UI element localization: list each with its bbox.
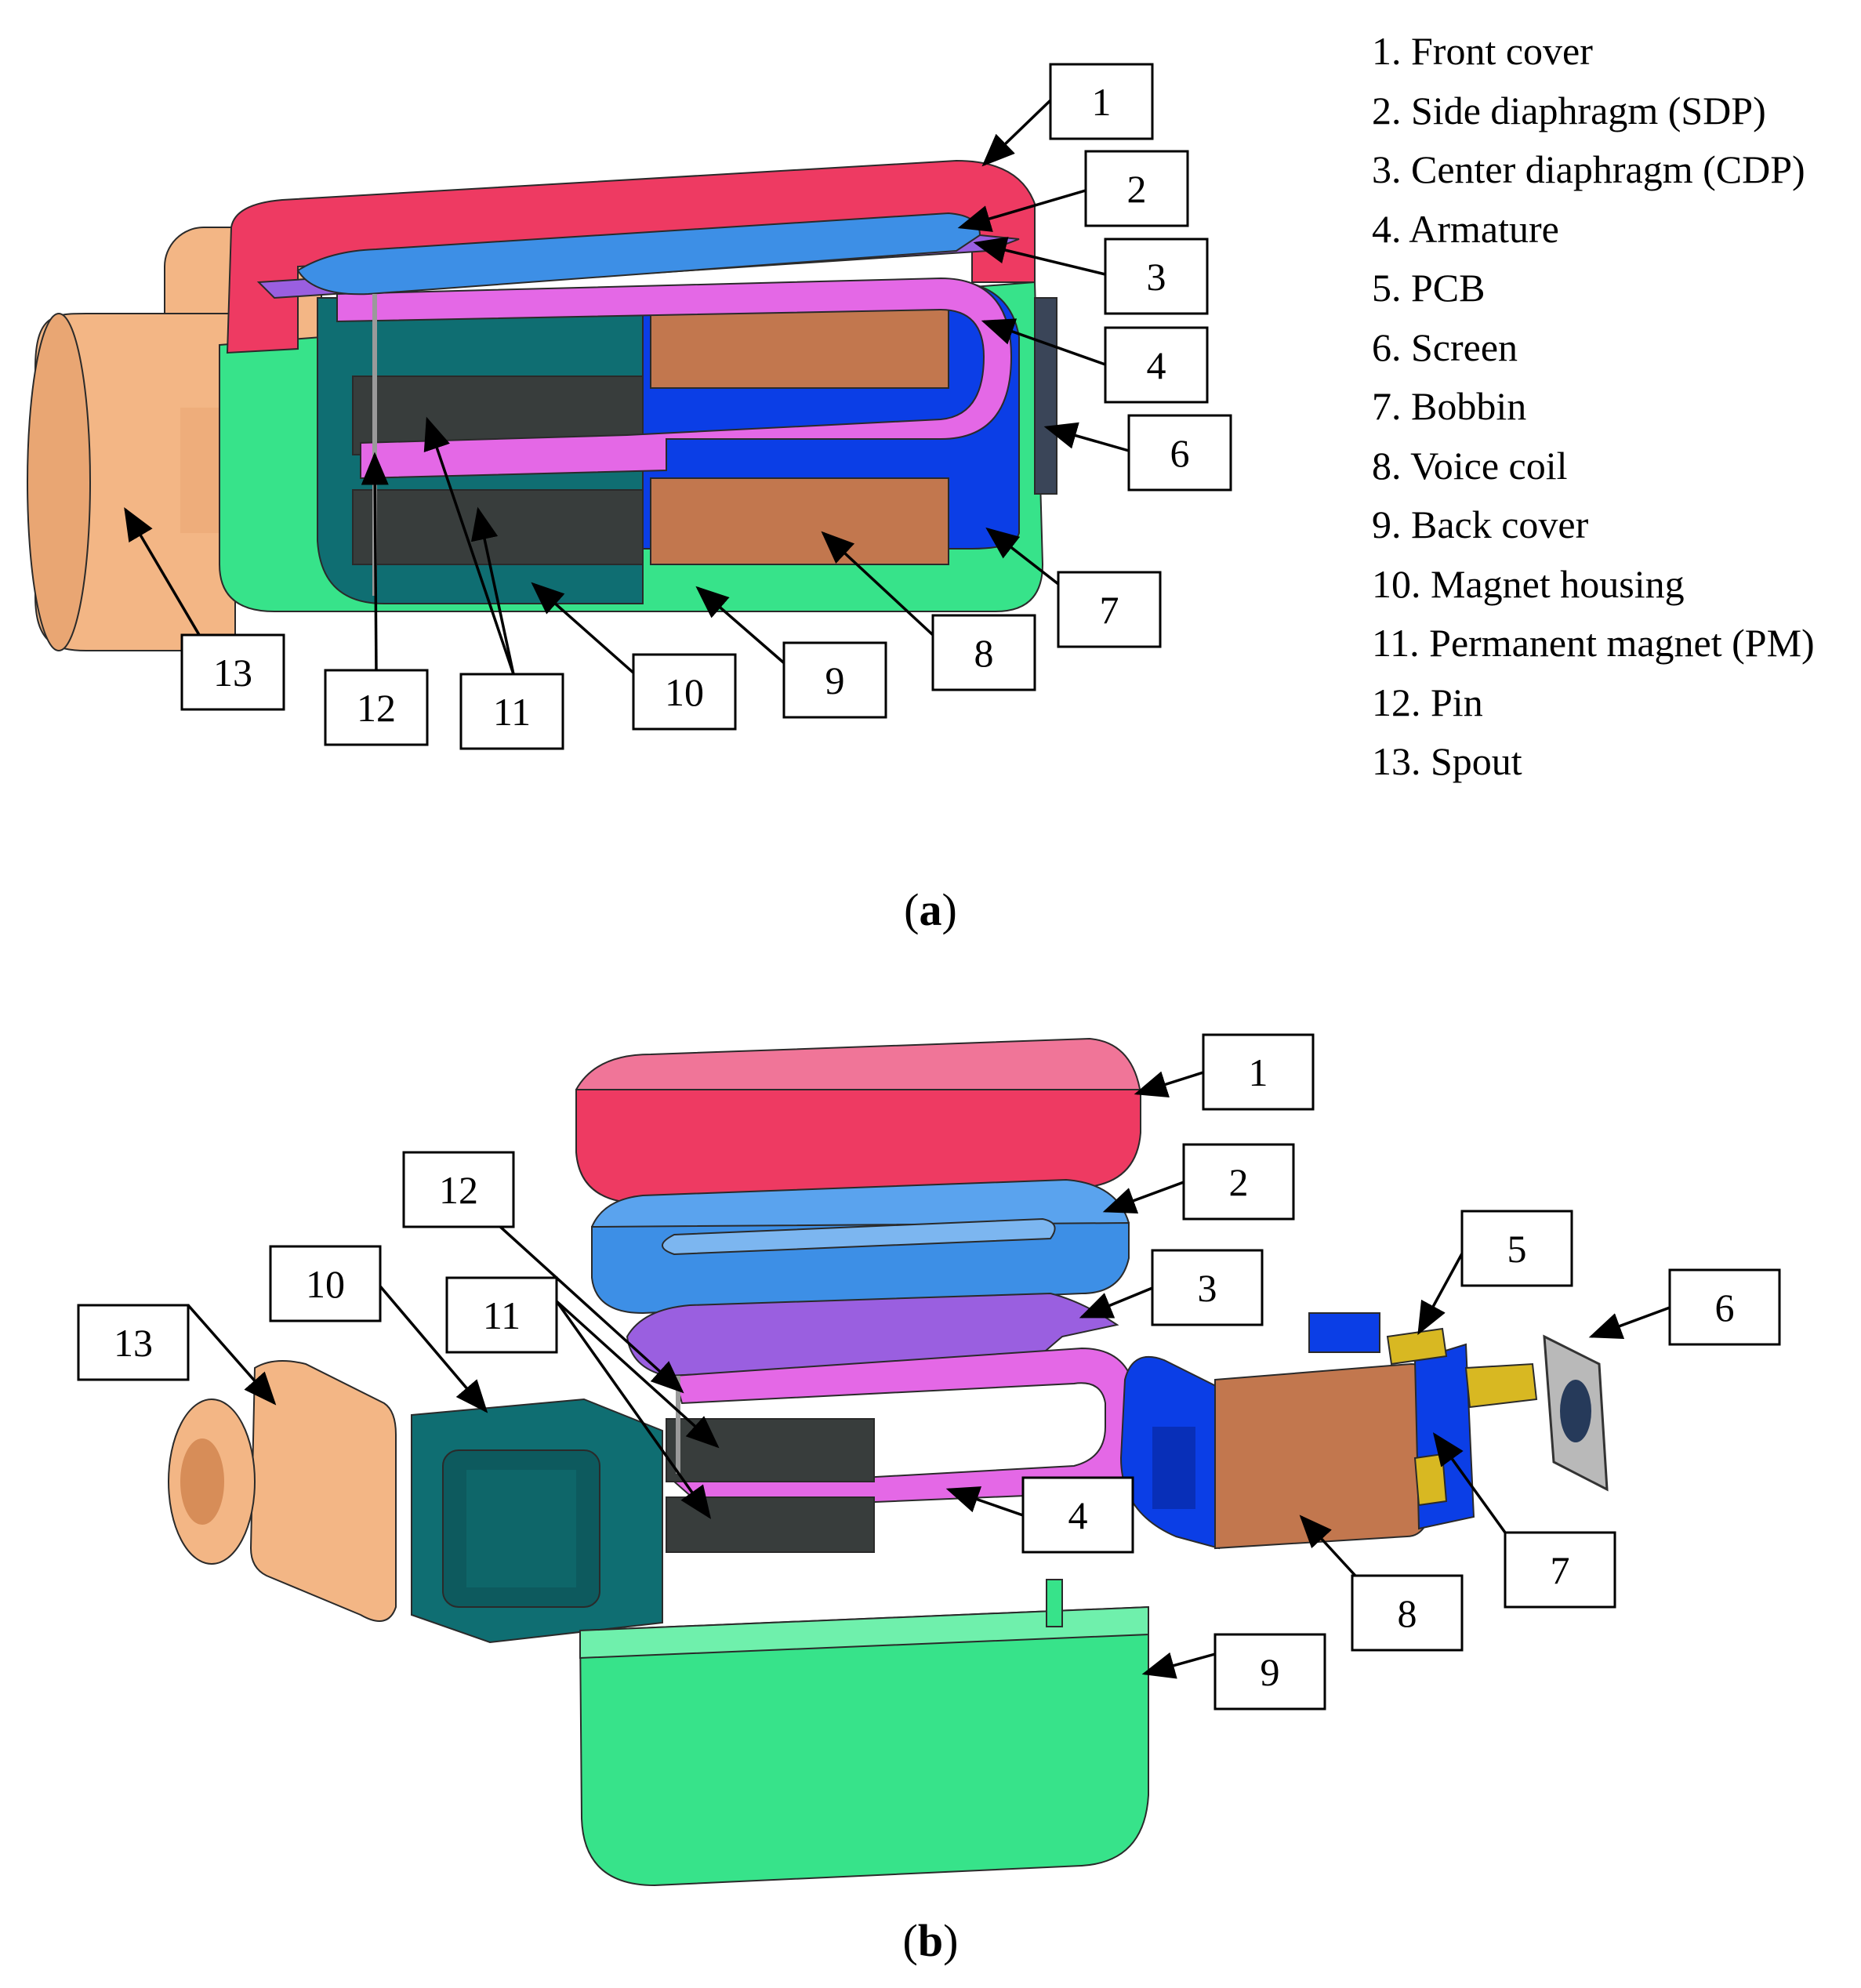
legend-item-4: 4. Armature — [1372, 207, 1559, 251]
callout-b-3: 3 — [1151, 1249, 1264, 1326]
callout-b-8: 8 — [1351, 1574, 1464, 1652]
callout-b-10: 10 — [269, 1245, 382, 1322]
svg-text:4: 4 — [1147, 343, 1166, 387]
panel-b-leader-lines — [187, 1071, 1671, 1679]
svg-text:1: 1 — [1092, 80, 1112, 124]
svg-text:13: 13 — [114, 1321, 153, 1365]
svg-text:10: 10 — [665, 670, 704, 714]
legend-item-8: 8. Voice coil — [1372, 444, 1568, 488]
spout-part-b — [168, 1360, 397, 1622]
callout-a-8: 8 — [931, 614, 1036, 691]
permanent-magnet-lower-part — [352, 489, 644, 565]
panel-a-label: (a) — [904, 884, 957, 935]
svg-text:7: 7 — [1551, 1548, 1570, 1592]
svg-text:13: 13 — [213, 651, 252, 695]
callout-a-6: 6 — [1127, 414, 1232, 492]
callout-a-3: 3 — [1104, 238, 1209, 315]
svg-text:1: 1 — [1249, 1050, 1268, 1094]
legend-item-10: 10. Magnet housing — [1372, 562, 1685, 606]
callout-a-12: 12 — [324, 669, 429, 746]
screen-part — [1034, 297, 1057, 495]
callout-a-4: 4 — [1104, 326, 1209, 404]
callout-b-11: 11 — [445, 1276, 558, 1354]
callout-b-1: 1 — [1202, 1033, 1315, 1111]
svg-text:8: 8 — [974, 631, 994, 675]
callout-b-2: 2 — [1182, 1143, 1295, 1221]
svg-text:9: 9 — [1261, 1650, 1280, 1694]
svg-text:12: 12 — [439, 1168, 478, 1212]
back-cover-part-b — [579, 1579, 1149, 1887]
panel-a-callouts: 1 2 3 4 6 7 8 9 — [180, 63, 1232, 750]
callout-b-6: 6 — [1668, 1268, 1781, 1346]
svg-text:10: 10 — [306, 1262, 345, 1306]
legend-item-6: 6. Screen — [1372, 325, 1518, 369]
callout-b-5: 5 — [1460, 1210, 1573, 1287]
svg-text:2: 2 — [1229, 1160, 1249, 1204]
permanent-magnet-lower-part-b — [666, 1496, 875, 1553]
legend-item-3: 3. Center diaphragm (CDP) — [1372, 147, 1805, 191]
svg-text:7: 7 — [1100, 588, 1119, 632]
legend-item-9: 9. Back cover — [1372, 502, 1589, 546]
callout-b-4: 4 — [1021, 1476, 1134, 1554]
parts-legend: 1. Front cover 2. Side diaphragm (SDP) 3… — [1372, 29, 1815, 783]
legend-item-12: 12. Pin — [1372, 680, 1483, 724]
callout-b-13: 13 — [77, 1304, 190, 1381]
svg-text:2: 2 — [1127, 167, 1147, 211]
legend-item-13: 13. Spout — [1372, 739, 1522, 783]
screen-part-b — [1543, 1334, 1609, 1492]
legend-item-1: 1. Front cover — [1372, 29, 1593, 73]
panel-b-exploded-view — [168, 1037, 1609, 1887]
armature-part — [336, 277, 1013, 480]
callout-a-2: 2 — [1084, 150, 1189, 227]
panel-a-cross-section — [27, 159, 1057, 651]
callout-b-7: 7 — [1504, 1531, 1616, 1609]
callout-a-13: 13 — [180, 633, 285, 711]
panel-a-leader-lines — [124, 99, 1130, 676]
legend-item-2: 2. Side diaphragm (SDP) — [1372, 89, 1766, 132]
svg-text:8: 8 — [1398, 1591, 1417, 1635]
callout-a-11: 11 — [459, 673, 564, 750]
svg-text:11: 11 — [493, 690, 531, 734]
svg-text:5: 5 — [1507, 1227, 1527, 1271]
magnet-housing-part-b — [411, 1398, 663, 1644]
callout-a-1: 1 — [1049, 63, 1154, 140]
legend-item-11: 11. Permanent magnet (PM) — [1372, 621, 1815, 665]
svg-text:3: 3 — [1147, 255, 1166, 299]
panel-b-callouts: 1 2 3 4 5 6 7 8 — [77, 1033, 1781, 1710]
svg-text:6: 6 — [1715, 1286, 1735, 1330]
voice-coil-lower-part — [650, 477, 949, 565]
callout-a-10: 10 — [632, 653, 737, 731]
callout-b-12: 12 — [402, 1151, 515, 1228]
callout-b-9: 9 — [1213, 1633, 1326, 1710]
legend-item-7: 7. Bobbin — [1372, 384, 1526, 428]
front-cover-part-b — [575, 1037, 1141, 1205]
svg-text:4: 4 — [1068, 1493, 1088, 1537]
panel-b-label: (b) — [903, 1915, 959, 1966]
svg-text:12: 12 — [357, 686, 396, 730]
svg-text:6: 6 — [1170, 431, 1190, 475]
callout-a-7: 7 — [1057, 571, 1162, 648]
svg-text:3: 3 — [1198, 1266, 1217, 1310]
legend-item-5: 5. PCB — [1372, 266, 1486, 310]
svg-text:11: 11 — [483, 1293, 521, 1337]
svg-text:9: 9 — [825, 658, 845, 702]
callout-a-9: 9 — [782, 641, 887, 719]
